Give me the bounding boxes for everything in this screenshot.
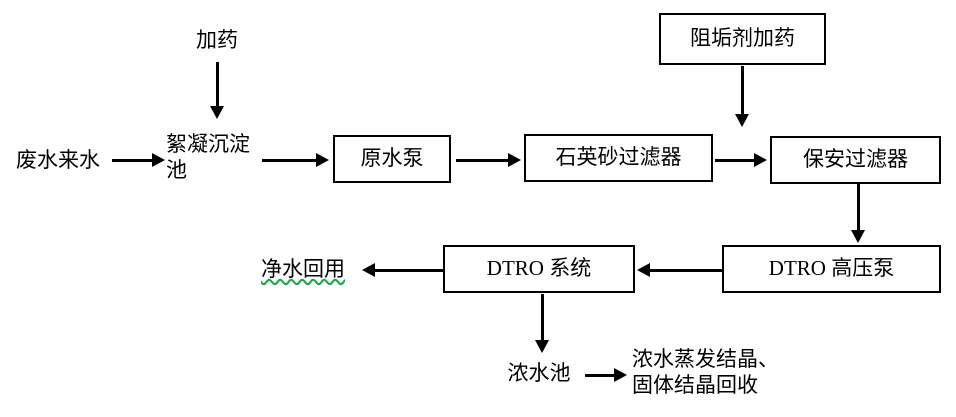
node-security-filter-label: 保安过滤器 <box>803 147 908 172</box>
node-security-filter[interactable]: 保安过滤器 <box>770 136 941 184</box>
edge-line <box>262 159 318 162</box>
arrowhead-down-icon <box>535 340 549 353</box>
node-brine-evaporation-crystallization-label: 浓水蒸发结晶、 固体结晶回收 <box>632 347 779 397</box>
arrowhead-right-icon <box>316 153 329 167</box>
node-raw-water-pump[interactable]: 原水泵 <box>333 135 451 183</box>
node-brine-evaporation-crystallization[interactable]: 浓水蒸发结晶、 固体结晶回收 <box>632 347 822 409</box>
node-dosing-label: 加药 <box>196 28 238 53</box>
node-brine-pond[interactable]: 浓水池 <box>498 358 580 390</box>
edge-line <box>541 294 544 342</box>
edge-line <box>375 269 443 272</box>
node-dtro-system-label: DTRO 系统 <box>486 256 592 281</box>
arrowhead-down-icon <box>735 114 749 127</box>
arrowhead-left-icon <box>362 263 375 277</box>
edge-line <box>741 66 744 116</box>
node-clean-water-reuse[interactable]: 净水回用 <box>251 254 355 286</box>
edge-line <box>585 374 616 377</box>
edge-line <box>456 159 510 162</box>
edge-line <box>715 159 756 162</box>
arrowhead-right-icon <box>508 153 521 167</box>
edge-line <box>650 269 722 272</box>
arrowhead-right-icon <box>614 368 627 382</box>
edge-line <box>216 62 219 108</box>
node-dtro-high-pressure-pump[interactable]: DTRO 高压泵 <box>722 245 941 293</box>
node-brine-pond-label: 浓水池 <box>507 361 571 386</box>
arrowhead-right-icon <box>152 153 165 167</box>
node-antiscalant-dosing[interactable]: 阻垢剂加药 <box>659 13 826 65</box>
node-clean-water-reuse-label: 净水回用 <box>261 257 345 282</box>
node-influent[interactable]: 废水来水 <box>6 145 110 177</box>
arrowhead-down-icon <box>851 230 865 243</box>
arrowhead-right-icon <box>754 153 767 167</box>
node-dtro-system[interactable]: DTRO 系统 <box>443 245 635 293</box>
arrowhead-left-icon <box>637 263 650 277</box>
node-coagulation-sedimentation-tank-label: 絮凝沉淀 池 <box>166 132 250 182</box>
node-quartz-sand-filter-label: 石英砂过滤器 <box>555 145 682 170</box>
arrowhead-down-icon <box>210 106 224 119</box>
node-antiscalant-dosing-label: 阻垢剂加药 <box>690 26 795 51</box>
node-raw-water-pump-label: 原水泵 <box>360 146 424 171</box>
node-dosing[interactable]: 加药 <box>185 24 249 58</box>
node-coagulation-sedimentation-tank[interactable]: 絮凝沉淀 池 <box>166 132 262 194</box>
node-dtro-high-pressure-pump-label: DTRO 高压泵 <box>768 256 895 281</box>
edge-line <box>857 184 860 232</box>
edge-line <box>112 159 154 162</box>
node-quartz-sand-filter[interactable]: 石英砂过滤器 <box>524 134 713 182</box>
node-influent-label: 废水来水 <box>16 148 100 173</box>
